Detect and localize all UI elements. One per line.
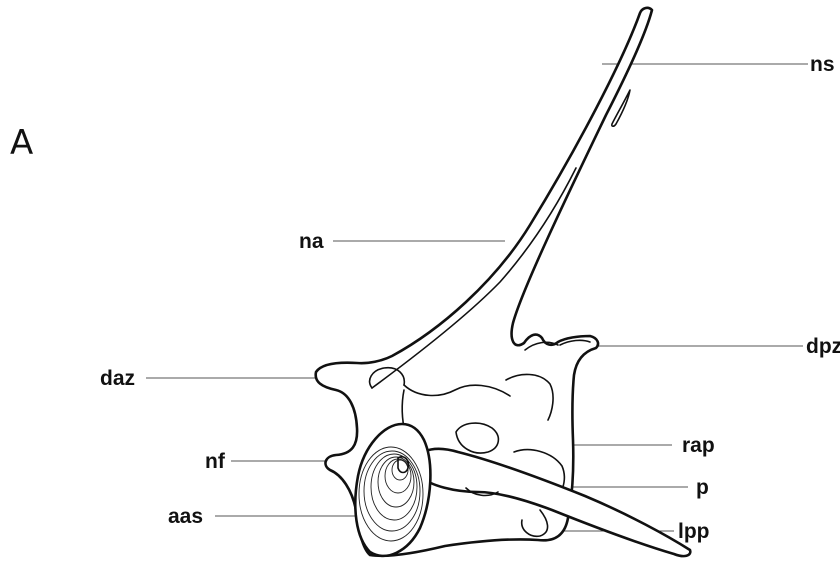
label-ns: ns <box>810 53 835 76</box>
label-na: na <box>299 230 324 253</box>
panel-label: A <box>10 123 33 163</box>
label-nf: nf <box>205 450 226 473</box>
label-dpz: dpz <box>806 335 840 358</box>
label-rap: rap <box>682 434 715 457</box>
label-lpp: lpp <box>678 520 710 543</box>
vertebra-drawing <box>316 8 691 556</box>
label-p: p <box>696 476 709 499</box>
label-daz: daz <box>100 367 135 390</box>
label-aas: aas <box>168 505 203 528</box>
